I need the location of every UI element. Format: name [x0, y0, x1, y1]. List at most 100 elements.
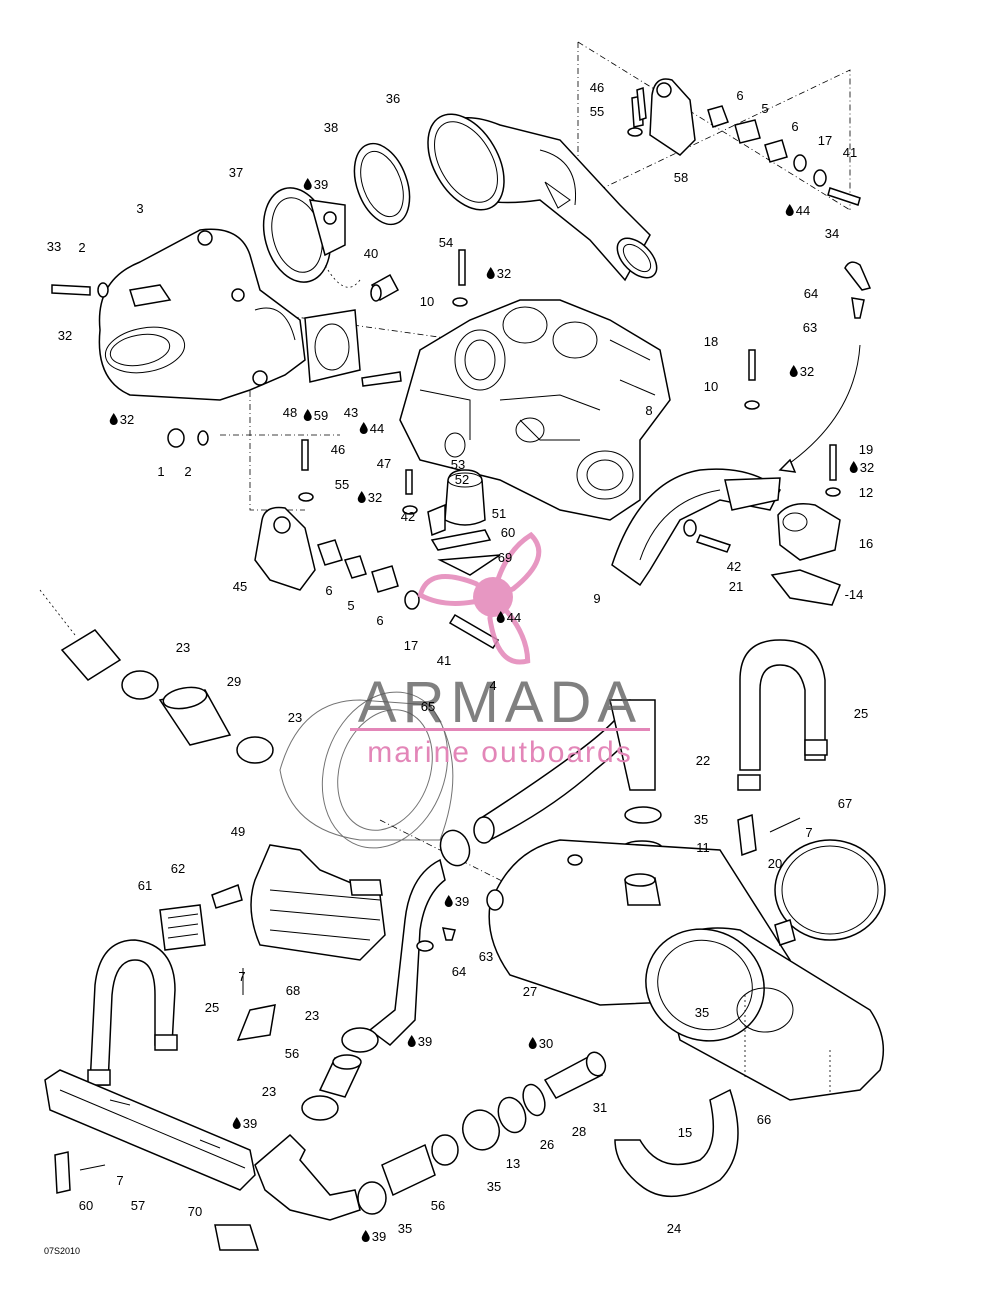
bolt-18	[748, 349, 756, 381]
callout-8: 8	[645, 403, 652, 418]
washer-55	[298, 492, 314, 502]
callout-53: 53	[451, 457, 465, 472]
callout-41: 41	[843, 145, 857, 160]
diagram-id-code: 07S2010	[44, 1246, 80, 1256]
callout-18: 18	[704, 334, 718, 349]
plate-69	[437, 554, 501, 576]
mount-70	[214, 1224, 260, 1251]
clamp-23-c	[341, 1027, 379, 1053]
washer-55b	[627, 127, 643, 137]
callout-39: 39	[455, 894, 469, 909]
callout-17: 17	[818, 133, 832, 148]
callout-13: 13	[506, 1156, 520, 1171]
bracket-60	[54, 1151, 71, 1194]
callout-32: 32	[800, 364, 814, 379]
callout-64: 64	[804, 286, 818, 301]
stud-43	[361, 371, 402, 387]
callout-51: 51	[492, 506, 506, 521]
plate-60	[430, 529, 492, 551]
fitting-62	[211, 884, 243, 909]
callout-7: 7	[238, 969, 245, 984]
callout-23: 23	[176, 640, 190, 655]
callout-56: 56	[431, 1198, 445, 1213]
washer-42b	[683, 519, 697, 537]
callout-40: 40	[364, 246, 378, 261]
callout-3: 3	[136, 201, 143, 216]
callout-32: 32	[368, 490, 382, 505]
bolt-46b	[301, 439, 309, 471]
housing-57	[44, 1069, 256, 1191]
ring-28	[522, 1083, 546, 1117]
callout-35: 35	[398, 1221, 412, 1236]
clamp-35	[624, 806, 662, 824]
callout-21: 21	[729, 579, 743, 594]
exhaust-elbow	[254, 1133, 361, 1221]
adhesive-drop-icon	[785, 204, 794, 216]
callout-36: 36	[386, 91, 400, 106]
water-box-65	[279, 691, 454, 849]
callout-69: 69	[498, 550, 512, 565]
callout-60: 60	[79, 1198, 93, 1213]
clip-64-top	[844, 261, 872, 291]
callout-63: 63	[479, 949, 493, 964]
callout-29: 29	[227, 674, 241, 689]
mount-16	[777, 503, 841, 561]
bracket-58	[631, 78, 861, 206]
bolt-47	[405, 469, 413, 495]
callout-45: 45	[233, 579, 247, 594]
adhesive-drop-icon	[444, 895, 453, 907]
hose-22	[473, 699, 656, 844]
hose-bend	[368, 858, 446, 1046]
callout-4: 4	[489, 678, 496, 693]
callout-55: 55	[335, 477, 349, 492]
callout-30: 30	[539, 1036, 553, 1051]
engine-8	[399, 299, 671, 521]
callout-25: 25	[205, 1000, 219, 1015]
washer-17	[404, 590, 420, 610]
clamp-37	[262, 187, 346, 283]
bolt-33	[51, 284, 91, 296]
strap-67	[774, 839, 886, 946]
callout-32: 32	[497, 266, 511, 281]
bolt-19	[829, 444, 837, 481]
callout-32: 32	[120, 412, 134, 427]
callout-42: 42	[727, 559, 741, 574]
callout-44: 44	[370, 421, 384, 436]
callout-60: 60	[501, 525, 515, 540]
callout-46: 46	[331, 442, 345, 457]
clamp-35-c	[357, 1181, 387, 1215]
callout-52: 52	[455, 472, 469, 487]
washer-2b	[197, 430, 209, 446]
callout-28: 28	[572, 1124, 586, 1139]
ring-13	[462, 1109, 500, 1151]
clamp-35-d	[431, 1134, 459, 1166]
callout-67: 67	[838, 796, 852, 811]
callout-24: 24	[667, 1221, 681, 1236]
callout-38: 38	[324, 120, 338, 135]
gasket-48	[304, 309, 361, 383]
callout-37: 37	[229, 165, 243, 180]
screw-63	[441, 927, 456, 941]
exhaust-pipe-36	[427, 113, 658, 282]
nut-1	[167, 428, 185, 448]
pipe-upper-left	[39, 589, 122, 681]
watermark-brand: ARMADA	[358, 670, 642, 735]
callout-32: 32	[860, 460, 874, 475]
callout-70: 70	[188, 1204, 202, 1219]
adhesive-drop-icon	[232, 1117, 241, 1129]
adhesive-drop-icon	[303, 409, 312, 421]
callout-23: 23	[305, 1008, 319, 1023]
engine-mount-51	[427, 469, 486, 537]
heat-shield-9	[611, 468, 781, 587]
sleeve-40	[324, 264, 400, 302]
bolt-4	[448, 613, 500, 650]
callout-23: 23	[288, 710, 302, 725]
screw-7-top	[769, 817, 801, 833]
callout-16: 16	[859, 536, 873, 551]
callout-19: 19	[859, 442, 873, 457]
arrow-hose	[779, 344, 861, 471]
callout-5: 5	[347, 598, 354, 613]
adhesive-drop-icon	[849, 461, 858, 473]
callout-57: 57	[131, 1198, 145, 1213]
